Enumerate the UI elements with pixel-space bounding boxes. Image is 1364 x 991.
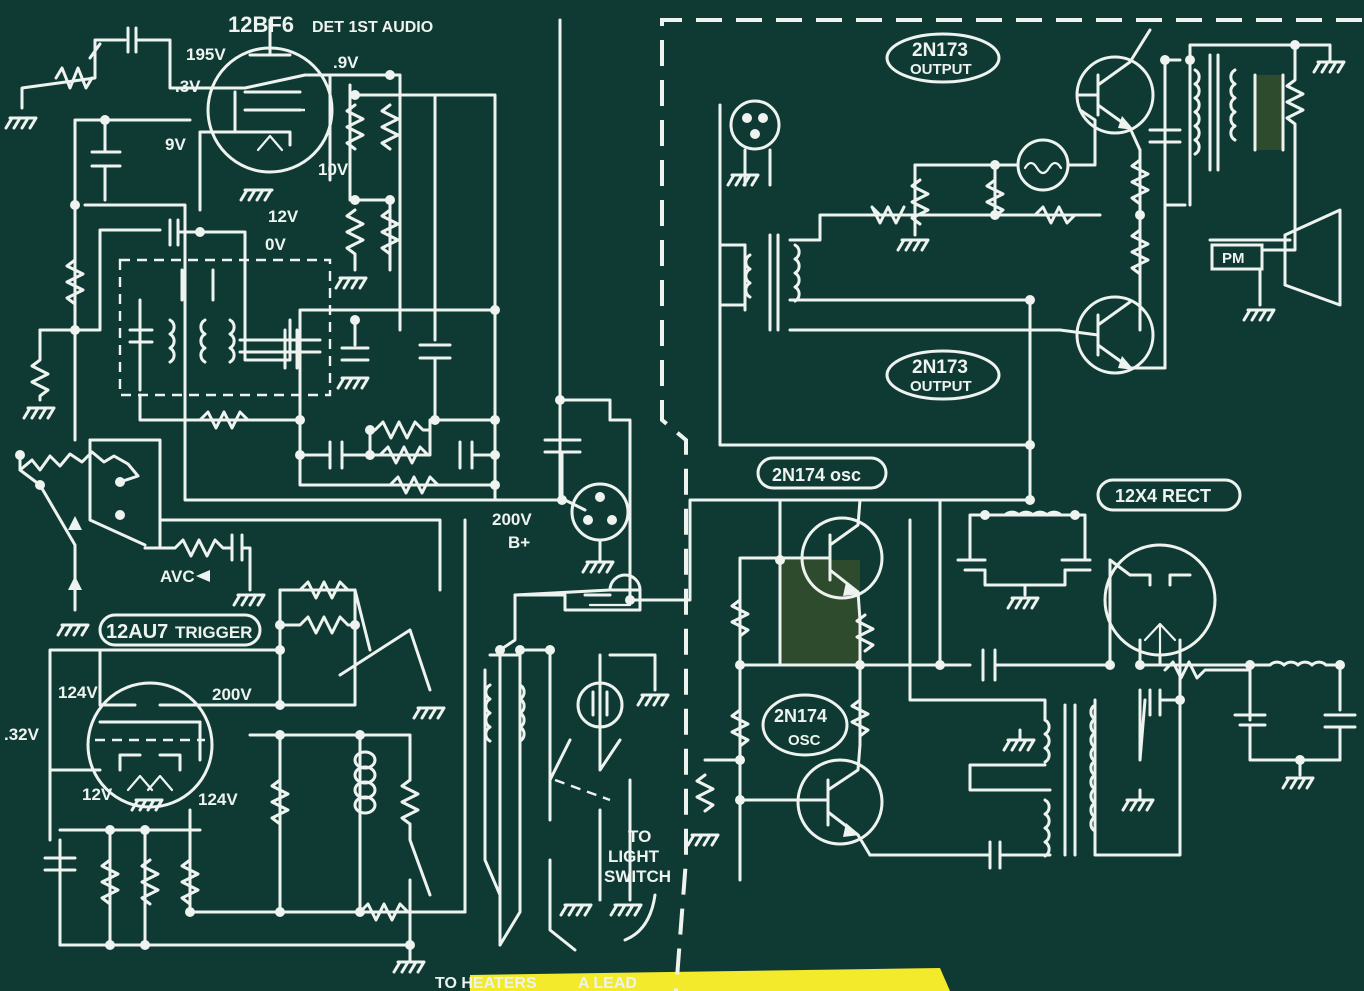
- speaker-pm-box: [1210, 243, 1264, 271]
- voltage-195v: 195V: [186, 45, 226, 64]
- ground-symbol: [1242, 308, 1276, 322]
- ground-symbol: [726, 173, 760, 187]
- ground-symbol: [334, 276, 368, 290]
- tube-12au7: [43, 580, 467, 974]
- connection-dots: [70, 70, 567, 505]
- ground-symbol: [4, 116, 38, 130]
- ground-symbol: [22, 406, 56, 420]
- ground-symbol: [686, 833, 720, 847]
- tube2-name: 12AU7: [106, 621, 168, 643]
- tube-12bf6: [198, 18, 402, 332]
- rect-name: 12X4 RECT: [1115, 486, 1211, 506]
- osc2-func: OSC: [788, 732, 821, 749]
- output2-name: 2N173: [912, 357, 968, 378]
- ground-symbol: [1002, 738, 1036, 752]
- osc2-label-pill: [761, 693, 849, 757]
- output1-func: OUTPUT: [910, 61, 972, 78]
- label-pm: PM: [1222, 250, 1245, 267]
- voltage-032v: .32V: [4, 725, 40, 744]
- output2-label-pill: [885, 349, 1001, 401]
- label-switch: SWITCH: [604, 867, 671, 886]
- label-light: LIGHT: [608, 847, 660, 866]
- power-plug-center: [463, 418, 1032, 952]
- voltage-124v-a: 124V: [58, 683, 98, 702]
- ground-symbol: [559, 693, 670, 917]
- voltage-0v: 0V: [265, 235, 286, 254]
- osc1-label-pill: [756, 456, 888, 490]
- label-to: TO: [628, 827, 651, 846]
- voltage-12v-b: 12V: [82, 785, 113, 804]
- volume-control: [15, 438, 442, 637]
- label-to-heaters: TO HEATERS: [435, 975, 537, 991]
- voltage-9v: 9V: [165, 135, 186, 154]
- trigger-dots: [105, 620, 415, 950]
- output1-name: 2N173: [912, 40, 968, 61]
- voltage-12v-a: 12V: [268, 207, 299, 226]
- output-stage: [718, 28, 1346, 502]
- ground-symbol: [1281, 776, 1315, 790]
- osc2-name: 2N174: [774, 706, 827, 726]
- chassis-boundary: [660, 18, 1362, 991]
- ground-symbol: [1312, 60, 1346, 74]
- oscillator-stage: [686, 498, 1182, 882]
- ground-symbol: [392, 960, 426, 974]
- label-a-lead: A LEAD: [578, 975, 637, 991]
- label-avc: AVC: [160, 567, 195, 586]
- tube1-function: DET 1ST AUDIO: [312, 19, 433, 36]
- ground-symbol: [336, 376, 370, 390]
- ground-symbol: [1121, 798, 1155, 812]
- ground-symbol: [1006, 596, 1040, 610]
- tube1-name: 12BF6: [228, 12, 294, 37]
- ground-symbol: [896, 238, 930, 252]
- output1-label-pill: [885, 32, 1001, 84]
- voltage-03v: .3V: [175, 77, 201, 96]
- ground-symbol: [130, 706, 446, 812]
- ground-symbol: [581, 560, 615, 574]
- rect-label-pill: [1096, 478, 1242, 512]
- label-bplus: B+: [508, 533, 530, 552]
- voltage-200v-b: 200V: [212, 685, 252, 704]
- output2-func: OUTPUT: [910, 378, 972, 395]
- tube2-label-pill: [98, 613, 262, 647]
- antenna-input: [4, 26, 247, 130]
- rectifier-stage: [938, 495, 1357, 790]
- voltage-10v: 10V: [318, 160, 349, 179]
- paper-corner: [470, 968, 950, 991]
- if-stage-wiring: [22, 18, 612, 502]
- ground-symbol: [56, 593, 266, 637]
- voltage-124v-b: 124V: [198, 790, 238, 809]
- voltage-09v: .9V: [333, 53, 359, 72]
- osc1-name: 2N174 osc: [772, 465, 861, 485]
- voltage-200v-bplus: 200V: [492, 510, 532, 529]
- tube2-function: TRIGGER: [175, 623, 252, 642]
- ground-symbol: [239, 188, 274, 202]
